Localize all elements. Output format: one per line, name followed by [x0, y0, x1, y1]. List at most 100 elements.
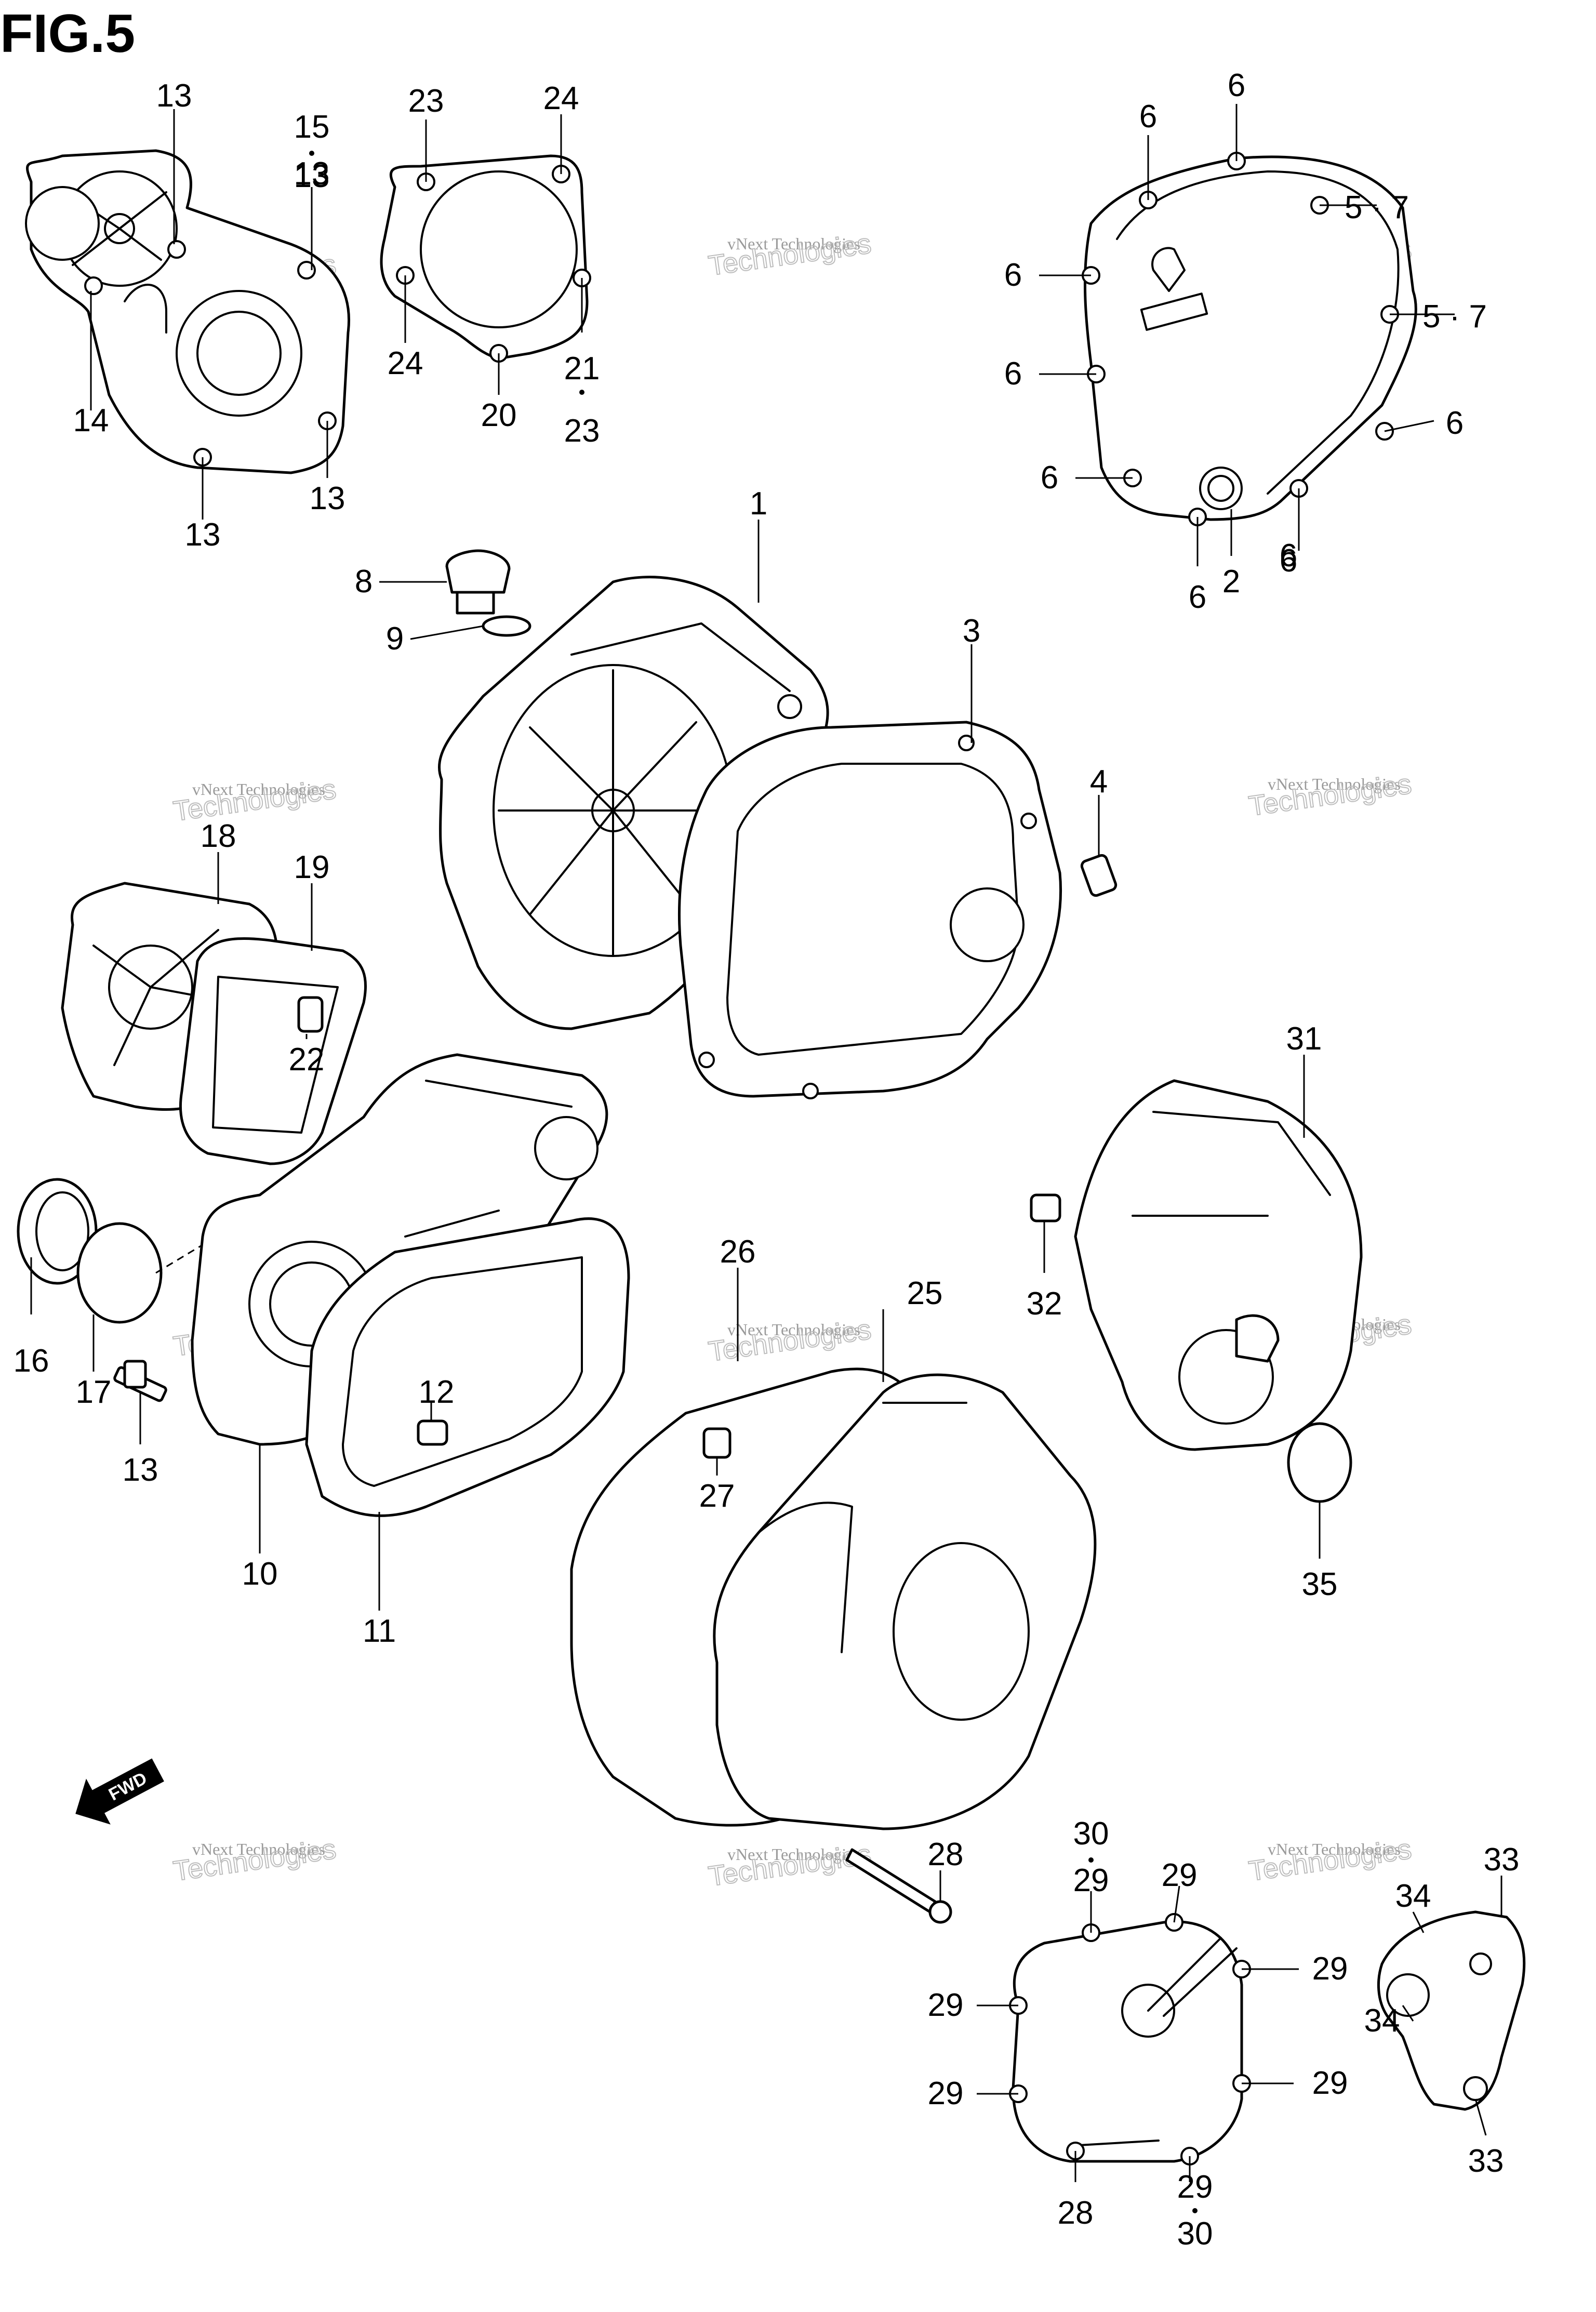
callout-c24b: 24 [388, 346, 423, 381]
callout-c14: 14 [73, 403, 109, 439]
callout-c18: 18 [201, 818, 236, 854]
callout-c33a: 33 [1484, 1842, 1520, 1878]
callout-c6a: 6 [1228, 68, 1245, 103]
callout-c13f: 13 [294, 156, 330, 192]
cap-35 [1287, 1422, 1352, 1503]
callout-c15: 15 [294, 109, 330, 145]
callout-c13a: 13 [156, 78, 192, 114]
top-left-cover [25, 149, 350, 474]
callout-c23a: 23 [408, 83, 444, 119]
dowel-pin-22 [297, 996, 324, 1033]
callout-c6f: 6 [1041, 460, 1058, 496]
watermark: vNext Technologies Technologies [171, 1833, 339, 1888]
dowel-pin-32 [1030, 1193, 1061, 1223]
callout-c19: 19 [294, 849, 330, 885]
oil-filler-plug [445, 549, 531, 637]
gasket-main [677, 721, 1062, 1099]
watermark: vNext Technologies Technologies [706, 1838, 874, 1893]
gasket-11 [305, 1217, 630, 1517]
watermark-text: vNext Technologies [1268, 775, 1401, 793]
callout-c6i: 6 [1280, 538, 1297, 574]
callout-c29b: 29 [1162, 1857, 1198, 1893]
callout-c6h: 6 [1280, 543, 1297, 579]
callout-c35: 35 [1302, 1566, 1338, 1602]
callout-c29d: 29 [928, 1987, 964, 2023]
callout-c30b: 30 [1177, 2216, 1213, 2252]
watermark-text: vNext Technologies [727, 1845, 860, 1864]
bolt-28 [845, 1848, 952, 1924]
callout-c4: 4 [1090, 764, 1108, 800]
figure-title: FIG.5 [0, 4, 135, 64]
watermark: vNext Technologies Technologies [1246, 1833, 1414, 1888]
callout-c17: 17 [76, 1374, 112, 1410]
callout-c10: 10 [242, 1556, 278, 1592]
callout-c33b: 33 [1468, 2143, 1504, 2179]
callout-c34a: 34 [1395, 1878, 1431, 1914]
dowel-pin-12 [417, 1419, 448, 1446]
callout-c1: 1 [750, 486, 767, 522]
callout-c30a: 30 [1073, 1816, 1109, 1852]
separator-dots [309, 151, 1198, 2213]
callout-c6c: 6 [1004, 257, 1022, 293]
callout-c29g: 29 [1177, 2169, 1213, 2205]
watermark: vNext Technologies Technologies [171, 773, 339, 828]
watermark: vNext Technologies Technologies [706, 1313, 874, 1368]
dowel-pin-27 [702, 1427, 732, 1459]
callout-c20: 20 [481, 397, 517, 433]
callout-c13d: 13 [310, 481, 345, 516]
callout-c29e: 29 [928, 2076, 964, 2111]
callout-c27: 27 [699, 1478, 735, 1514]
watermark: vNext Technologies Technologies [1246, 768, 1414, 822]
oil-seal-16 [17, 1178, 98, 1285]
bolt-13 [113, 1360, 167, 1402]
callout-c16: 16 [14, 1343, 49, 1379]
callout-c28b: 28 [1058, 2195, 1094, 2231]
callout-c13b: 13 [294, 158, 330, 194]
callout-c9: 9 [386, 621, 404, 657]
callout-c5-7a: 5 · 7 [1345, 190, 1409, 225]
leader-lines [30, 104, 1502, 2182]
callout-c25: 25 [907, 1275, 943, 1311]
cover-31 [1074, 1079, 1363, 1451]
watermark-text: vNext Technologies [1268, 1840, 1401, 1858]
callout-c29f: 29 [1312, 2065, 1348, 2101]
watermark-text: vNext Technologies [727, 1320, 860, 1339]
callout-c28a: 28 [928, 1837, 964, 1872]
callout-c6d: 6 [1004, 356, 1022, 392]
callout-c6b: 6 [1139, 99, 1157, 135]
callout-c31: 31 [1286, 1021, 1322, 1057]
callout-c6g: 6 [1189, 579, 1206, 615]
callout-c11: 11 [363, 1613, 396, 1649]
generator-cover [1009, 1913, 1251, 2165]
watermark: vNext Technologies Technologies [706, 228, 874, 282]
callout-c26: 26 [720, 1234, 756, 1270]
watermark-text: vNext Technologies [727, 234, 860, 253]
callout-c6e: 6 [1446, 405, 1464, 441]
small-cover-33 [1377, 1910, 1526, 2111]
callout-c24a: 24 [543, 81, 579, 116]
cover-25 [713, 1373, 1097, 1830]
callout-c23b: 23 [564, 413, 600, 449]
callout-c34b: 34 [1364, 2003, 1400, 2039]
callout-c5-7b: 5 · 7 [1422, 299, 1487, 335]
dowel-pin-4 [1080, 854, 1118, 897]
watermark-text: vNext Technologies [192, 1840, 325, 1858]
o-ring-17 [76, 1222, 208, 1324]
callout-c29c: 29 [1312, 1951, 1348, 1987]
callout-c12: 12 [419, 1374, 455, 1410]
top-middle-cover [380, 154, 591, 363]
callout-c3: 3 [963, 613, 980, 649]
callout-c13c: 13 [185, 517, 221, 553]
callout-c8: 8 [355, 564, 373, 600]
callout-c2: 2 [1222, 564, 1240, 600]
watermark-text: vNext Technologies [192, 780, 325, 799]
callout-c29a: 29 [1073, 1863, 1109, 1898]
callout-c22: 22 [289, 1042, 325, 1078]
callout-c21: 21 [564, 351, 600, 387]
gasket-19 [179, 937, 367, 1165]
fwd-arrow-icon: FWD [75, 1758, 164, 1825]
callout-c32: 32 [1027, 1286, 1062, 1322]
callout-c13e: 13 [123, 1452, 158, 1488]
